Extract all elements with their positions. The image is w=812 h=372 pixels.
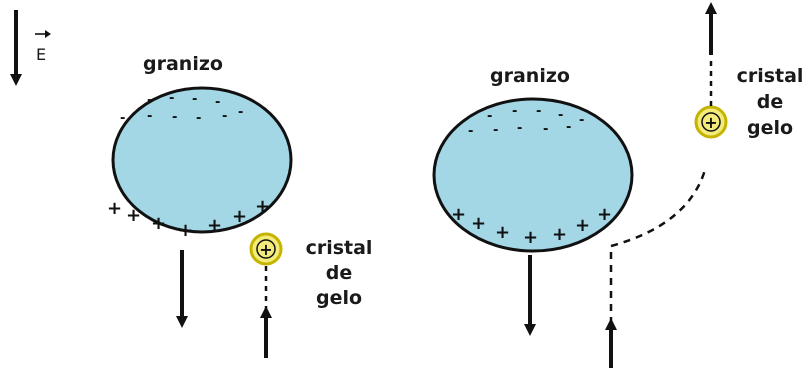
- positive-charge: +: [597, 204, 612, 225]
- crystal-label-line3: gelo: [747, 117, 793, 139]
- ice-crystal: +: [696, 107, 726, 137]
- negative-charge: -: [579, 113, 584, 128]
- crystal-charge: +: [704, 113, 717, 132]
- negative-charge: -: [172, 110, 177, 125]
- negative-charge: -: [215, 95, 220, 110]
- negative-charge: -: [487, 109, 492, 124]
- positive-charge: +: [178, 220, 193, 241]
- negative-charge: -: [566, 120, 571, 135]
- positive-charge: +: [151, 213, 166, 234]
- crystal-label-line3: gelo: [316, 287, 362, 309]
- positive-charge: +: [575, 215, 590, 236]
- ice-crystal: +: [251, 234, 281, 264]
- negative-charge: -: [120, 111, 125, 126]
- positive-charge: +: [232, 206, 247, 227]
- positive-charge: +: [451, 204, 466, 225]
- positive-charge: +: [471, 213, 486, 234]
- crystal-label-line2: de: [757, 91, 784, 113]
- crystal-charge: +: [259, 240, 272, 259]
- hail-label: granizo: [490, 65, 570, 87]
- negative-charge: -: [169, 91, 174, 106]
- negative-charge: -: [468, 124, 473, 139]
- negative-charge: -: [493, 123, 498, 138]
- negative-charge: -: [543, 122, 548, 137]
- positive-charge: +: [207, 215, 222, 236]
- crystal-label-line1: cristal: [737, 65, 804, 87]
- positive-charge: +: [523, 227, 538, 248]
- positive-charge: +: [552, 224, 567, 245]
- positive-charge: +: [107, 198, 122, 219]
- left-panel: granizo - - - - - - - - - - + + + + + + …: [107, 53, 372, 358]
- negative-charge: -: [147, 109, 152, 124]
- crystal-label-line2: de: [326, 262, 353, 284]
- negative-charge: -: [192, 92, 197, 107]
- negative-charge: -: [517, 121, 522, 136]
- right-panel: granizo - - - - - - - - - - + + + + + + …: [434, 8, 803, 368]
- positive-charge: +: [255, 196, 270, 217]
- electric-field-indicator: E: [16, 10, 51, 80]
- crystal-label-line1: cristal: [306, 237, 373, 259]
- positive-charge: +: [126, 205, 141, 226]
- negative-charge: -: [558, 108, 563, 123]
- hail-label: granizo: [143, 53, 223, 75]
- electric-field-label: E: [36, 45, 46, 64]
- negative-charge: -: [222, 109, 227, 124]
- negative-charge: -: [536, 104, 541, 119]
- negative-charge: -: [512, 104, 517, 119]
- negative-charge: -: [238, 105, 243, 120]
- vector-arrowhead-icon: [45, 30, 51, 38]
- negative-charge: -: [196, 111, 201, 126]
- negative-charge: -: [147, 93, 152, 108]
- positive-charge: +: [495, 222, 510, 243]
